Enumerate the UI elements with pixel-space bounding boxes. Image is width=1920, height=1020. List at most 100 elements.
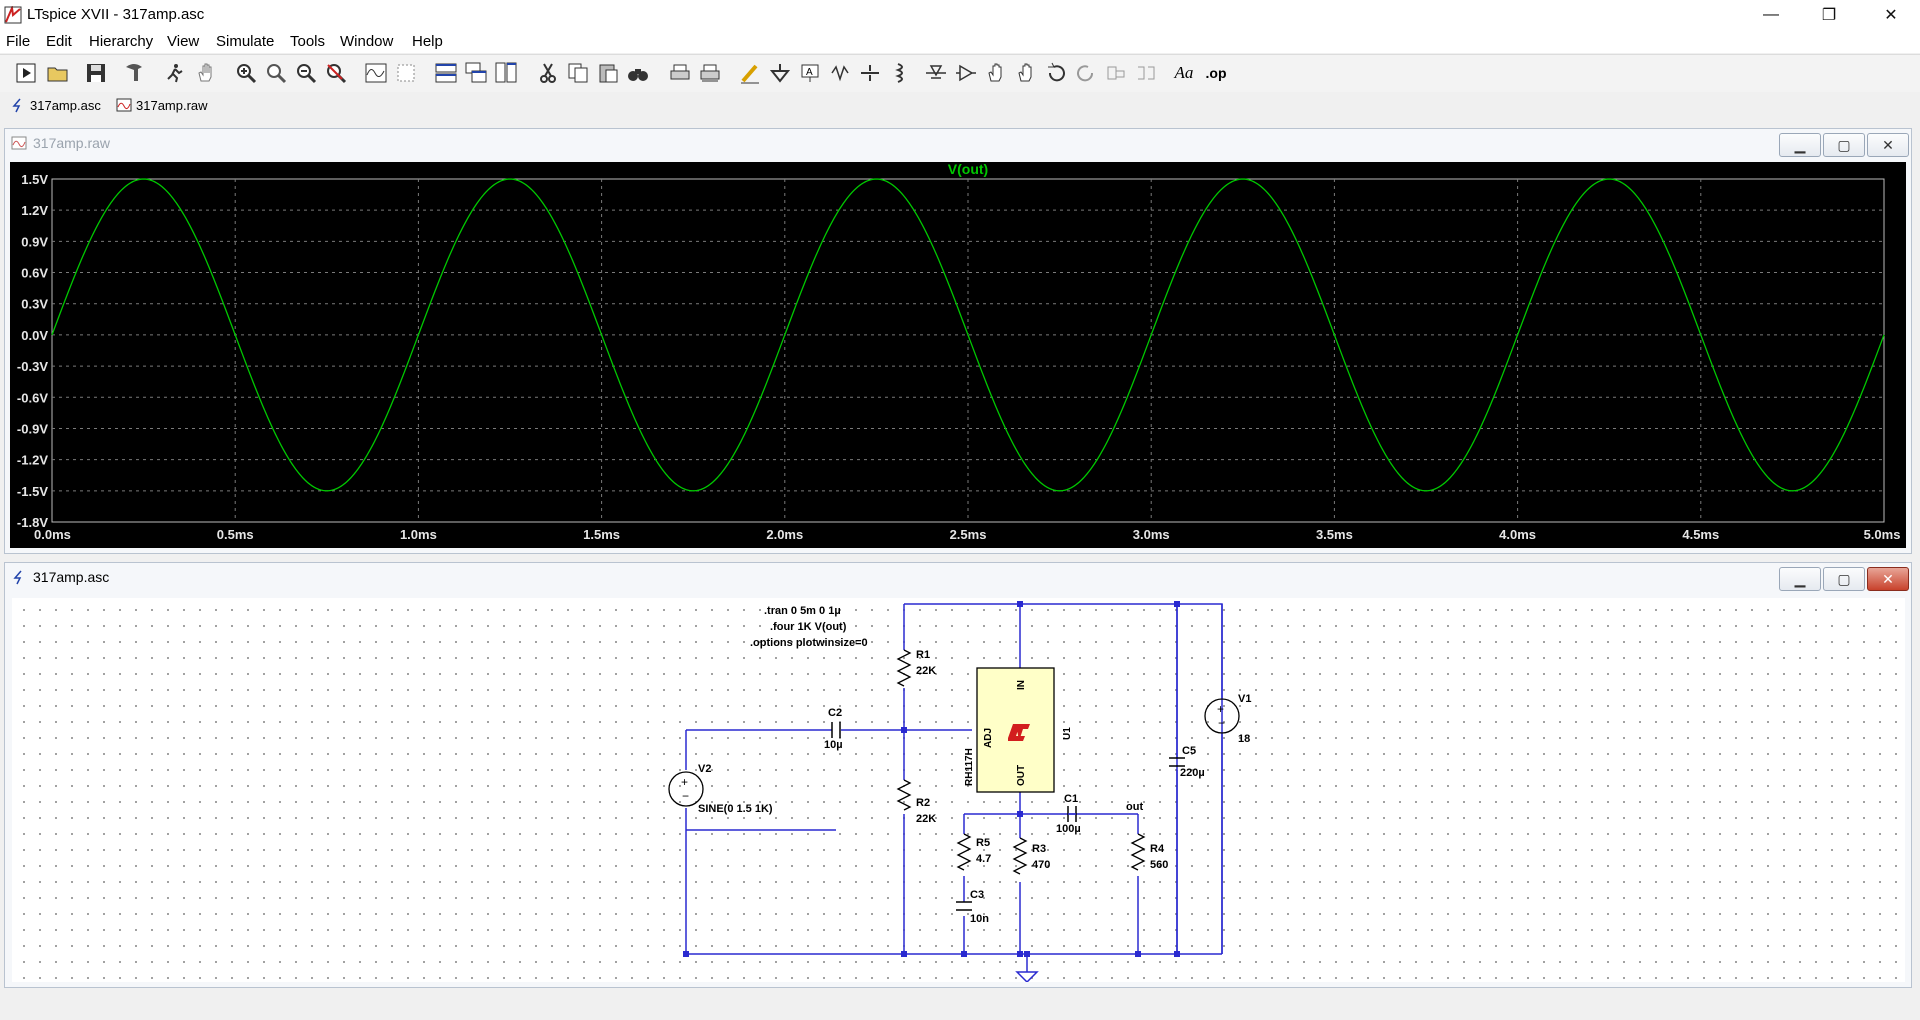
redo-icon[interactable] bbox=[1072, 59, 1100, 87]
diode-icon[interactable] bbox=[922, 59, 950, 87]
zoom-fit-icon[interactable] bbox=[322, 59, 350, 87]
r4-value[interactable]: 560 bbox=[1150, 859, 1168, 871]
regulator-u1[interactable] bbox=[976, 667, 1055, 793]
run-icon[interactable] bbox=[12, 59, 40, 87]
component-icon[interactable] bbox=[952, 59, 980, 87]
tab-317amp-asc[interactable]: 317amp.asc bbox=[10, 95, 101, 115]
tile-vertical-icon[interactable] bbox=[492, 59, 520, 87]
r4-name: R4 bbox=[1150, 843, 1165, 855]
resistor-icon[interactable] bbox=[826, 59, 854, 87]
ground-symbol[interactable] bbox=[1015, 971, 1039, 984]
resistor-r2[interactable] bbox=[896, 779, 912, 811]
svg-text:−: − bbox=[1218, 716, 1225, 730]
c5-value[interactable]: 220µ bbox=[1180, 767, 1205, 779]
menu-file[interactable]: File bbox=[6, 33, 31, 50]
x-tick-label: 1.0ms bbox=[400, 527, 437, 542]
directive-four[interactable]: .four 1K V(out) bbox=[770, 621, 847, 633]
directive-options[interactable]: .options plotwinsize=0 bbox=[750, 637, 868, 649]
schematic-minimize-button[interactable]: ▁ bbox=[1779, 567, 1821, 591]
tab-317amp-raw[interactable]: 317amp.raw bbox=[116, 95, 208, 115]
halt-icon[interactable] bbox=[160, 59, 188, 87]
zoom-out-icon[interactable] bbox=[292, 59, 320, 87]
resistor-r4[interactable] bbox=[1130, 833, 1146, 871]
menu-help[interactable]: Help bbox=[412, 33, 443, 50]
label-net-icon[interactable]: A bbox=[796, 59, 824, 87]
menu-hierarchy[interactable]: Hierarchy bbox=[89, 33, 154, 50]
zoom-area-icon[interactable] bbox=[262, 59, 290, 87]
menu-tools[interactable]: Tools bbox=[290, 33, 326, 50]
find-icon[interactable] bbox=[624, 59, 652, 87]
plot-close-button[interactable]: ✕ bbox=[1867, 133, 1909, 157]
text-icon[interactable]: Aa bbox=[1174, 63, 1194, 82]
waveform-icon[interactable] bbox=[362, 59, 390, 87]
c1-name: C1 bbox=[1064, 793, 1078, 805]
v2-value[interactable]: SINE(0 1.5 1K) bbox=[698, 803, 773, 815]
plot-maximize-button[interactable]: ▢ bbox=[1823, 133, 1865, 157]
schematic-window-caption: 317amp.asc ▁ ▢ ✕ bbox=[5, 563, 1911, 591]
menu-simulate[interactable]: Simulate bbox=[216, 33, 275, 50]
ground-icon[interactable] bbox=[766, 59, 794, 87]
print-icon[interactable] bbox=[666, 59, 694, 87]
capacitor-icon[interactable] bbox=[856, 59, 884, 87]
resistor-r5[interactable] bbox=[956, 833, 972, 871]
rotate-icon[interactable] bbox=[1102, 59, 1130, 87]
minimize-button[interactable]: — bbox=[1763, 6, 1779, 23]
save-icon[interactable] bbox=[82, 59, 110, 87]
cut-icon[interactable] bbox=[534, 59, 562, 87]
r3-value[interactable]: 470 bbox=[1032, 859, 1050, 871]
zoom-in-icon[interactable] bbox=[232, 59, 260, 87]
x-tick-label: 2.0ms bbox=[766, 527, 803, 542]
svg-text:−: − bbox=[682, 789, 689, 803]
capacitor-c3[interactable] bbox=[956, 901, 972, 911]
r1-value[interactable]: 22K bbox=[916, 665, 936, 677]
tile-horizontal-icon[interactable] bbox=[432, 59, 460, 87]
inductor-icon[interactable] bbox=[886, 59, 914, 87]
menu-edit[interactable]: Edit bbox=[46, 33, 72, 50]
y-tick-label: -0.9V bbox=[17, 421, 48, 436]
c1-value[interactable]: 100µ bbox=[1056, 823, 1081, 835]
voltage-source-v1[interactable]: + − bbox=[1204, 698, 1240, 734]
c3-value[interactable]: 10n bbox=[970, 913, 989, 925]
capacitor-c2[interactable] bbox=[831, 722, 841, 738]
schematic-maximize-button[interactable]: ▢ bbox=[1823, 567, 1865, 591]
drag-icon[interactable] bbox=[1012, 59, 1040, 87]
v1-value[interactable]: 18 bbox=[1238, 733, 1250, 745]
pan-icon[interactable] bbox=[192, 59, 220, 87]
mirror-icon[interactable] bbox=[1132, 59, 1160, 87]
capacitor-c5[interactable] bbox=[1169, 757, 1185, 767]
plot-minimize-button[interactable]: ▁ bbox=[1779, 133, 1821, 157]
close-button[interactable]: ✕ bbox=[1884, 7, 1898, 24]
control-panel-icon[interactable] bbox=[120, 59, 148, 87]
directive-tran[interactable]: .tran 0 5m 0 1µ bbox=[764, 605, 841, 617]
voltage-source-v2[interactable]: + − bbox=[668, 771, 704, 807]
wires[interactable] bbox=[685, 603, 1223, 972]
svg-text:+: + bbox=[681, 775, 688, 789]
r2-value[interactable]: 22K bbox=[916, 813, 936, 825]
spice-directive-icon[interactable]: .op bbox=[1205, 65, 1227, 81]
schematic-canvas[interactable]: + − + − .tran 0 5m 0 1µ .four 1K V(out) … bbox=[12, 598, 1905, 984]
junctions bbox=[683, 601, 1180, 957]
u1-part[interactable]: RH117H bbox=[964, 748, 975, 786]
undo-icon[interactable] bbox=[1042, 59, 1070, 87]
net-label-out[interactable]: out bbox=[1126, 801, 1143, 813]
paste-icon[interactable] bbox=[594, 59, 622, 87]
draw-wire-icon[interactable] bbox=[736, 59, 764, 87]
autorange-icon[interactable] bbox=[392, 59, 420, 87]
open-icon[interactable] bbox=[44, 59, 72, 87]
cascade-icon[interactable] bbox=[462, 59, 490, 87]
copy-icon[interactable] bbox=[564, 59, 592, 87]
schematic-drawing[interactable]: + − + − .tran 0 5m 0 1µ .four 1K V(out) … bbox=[12, 598, 1905, 984]
u1-pin-adj: ADJ bbox=[983, 728, 994, 748]
schematic-close-button[interactable]: ✕ bbox=[1867, 567, 1909, 591]
menu-window[interactable]: Window bbox=[340, 33, 394, 50]
move-icon[interactable] bbox=[982, 59, 1010, 87]
resistor-r3[interactable] bbox=[1012, 837, 1028, 875]
c2-value[interactable]: 10µ bbox=[824, 739, 843, 751]
menu-view[interactable]: View bbox=[167, 33, 200, 50]
restore-button[interactable]: ❐ bbox=[1821, 7, 1837, 24]
print-preview-icon[interactable] bbox=[696, 59, 724, 87]
r5-value[interactable]: 4.7 bbox=[976, 853, 991, 865]
resistor-r1[interactable] bbox=[896, 649, 912, 687]
